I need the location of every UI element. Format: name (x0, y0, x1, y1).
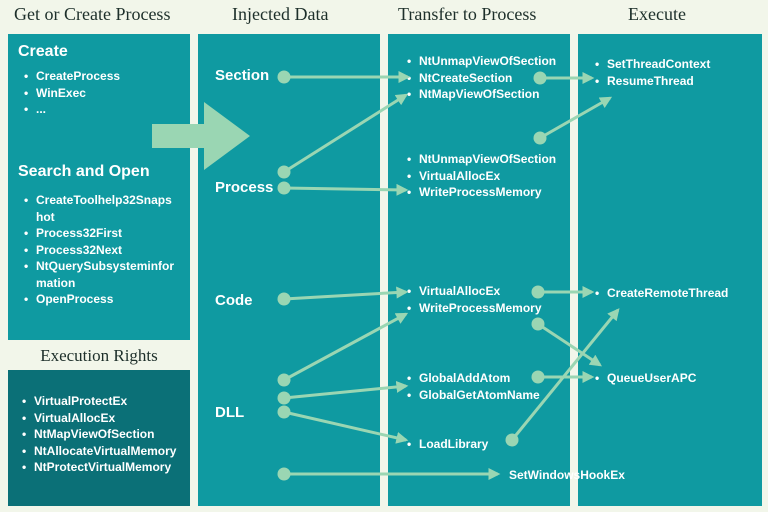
execute-list-remote-thread: CreateRemoteThread (595, 285, 755, 302)
arrow-loadlib-remote-thread (510, 308, 620, 441)
list-item: Process32Next (24, 242, 174, 259)
header-transfer: Transfer to Process (398, 4, 537, 24)
list-item: OpenProcess (24, 291, 174, 308)
injected-code-label: Code (215, 292, 253, 309)
list-item: WinExec (24, 85, 184, 102)
list-item: QueueUserAPC (595, 370, 755, 387)
list-item: NtUnmapViewOfSection (407, 53, 567, 70)
arrow-write-apc (537, 322, 603, 367)
transfer-list-code: VirtualAllocEx WriteProcessMemory (407, 283, 567, 316)
list-item: Process32First (24, 225, 174, 242)
list-item: VirtualProtectEx (22, 393, 187, 410)
list-item: VirtualAllocEx (22, 410, 187, 427)
list-item: WriteProcessMemory (407, 184, 567, 201)
injected-process-label: Process (215, 179, 274, 196)
connector-dot (277, 181, 291, 195)
connector-dot (505, 433, 519, 447)
list-item: CreateRemoteThread (595, 285, 755, 302)
list-item: ... (24, 101, 184, 118)
create-list: CreateProcess WinExec ... (24, 68, 184, 118)
transfer-panel (388, 34, 570, 506)
arrow-dll-atom (283, 380, 409, 400)
list-item: CreateToolhelp32Snaps hot (24, 192, 174, 225)
list-item: ResumeThread (595, 73, 755, 90)
list-item: VirtualAllocEx (407, 283, 567, 300)
connector-dot (533, 71, 547, 85)
arrow-unmap-resume (539, 96, 613, 140)
connector-dot (277, 391, 291, 405)
connector-dot (531, 285, 545, 299)
connector-dot (277, 165, 291, 179)
list-item: VirtualAllocEx (407, 168, 567, 185)
list-item: NtAllocateVirtualMemory (22, 443, 187, 460)
arrow-dll-alloc (283, 312, 409, 382)
arrow-code-alloc (283, 286, 409, 301)
list-item: GlobalAddAtom (407, 370, 567, 387)
big-right-arrow-icon (152, 102, 250, 170)
create-title: Create (18, 43, 68, 60)
execution-rights-title: Execution Rights (40, 346, 158, 365)
list-item: CreateProcess (24, 68, 184, 85)
connector-dot (531, 370, 545, 384)
connector-dot (531, 317, 545, 331)
arrow-process-write (283, 183, 409, 196)
search-open-title: Search and Open (18, 163, 150, 180)
connector-dot (277, 467, 291, 481)
list-item: WriteProcessMemory (407, 300, 567, 317)
list-item: NtMapViewOfSection (22, 426, 187, 443)
list-item: NtQuerySubsysteminfor mation (24, 258, 174, 291)
list-item: NtUnmapViewOfSection (407, 151, 567, 168)
list-item: GlobalGetAtomName (407, 387, 567, 404)
injected-section-label: Section (215, 67, 270, 84)
list-item: SetThreadContext (595, 56, 755, 73)
execution-rights-list: VirtualProtectEx VirtualAllocEx NtMapVie… (22, 393, 187, 476)
transfer-list-section: NtUnmapViewOfSection NtCreateSection NtM… (407, 53, 567, 103)
header-injected-data: Injected Data (232, 4, 329, 24)
hook-label: SetWindowsHookEx (509, 468, 625, 482)
transfer-list-process: NtUnmapViewOfSection VirtualAllocEx Writ… (407, 151, 567, 201)
connector-dot (533, 131, 547, 145)
transfer-list-loadlibrary: LoadLibrary (407, 436, 567, 453)
connector-dot (277, 70, 291, 84)
connector-dot (277, 292, 291, 306)
transfer-list-atom: GlobalAddAtom GlobalGetAtomName (407, 370, 567, 403)
execute-list-apc: QueueUserAPC (595, 370, 755, 387)
list-item: NtProtectVirtualMemory (22, 459, 187, 476)
arrow-dll-loadlib (283, 410, 409, 444)
arrow-process-map (283, 93, 409, 174)
injected-dll-label: DLL (215, 404, 245, 421)
execute-panel (578, 34, 762, 506)
list-item: NtMapViewOfSection (407, 86, 567, 103)
header-execute: Execute (628, 4, 686, 24)
list-item: LoadLibrary (407, 436, 567, 453)
execute-list-thread-context: SetThreadContext ResumeThread (595, 56, 755, 89)
header-get-or-create: Get or Create Process (14, 4, 171, 24)
connector-dot (277, 373, 291, 387)
connector-dot (277, 405, 291, 419)
search-open-list: CreateToolhelp32Snaps hot Process32First… (24, 192, 174, 308)
